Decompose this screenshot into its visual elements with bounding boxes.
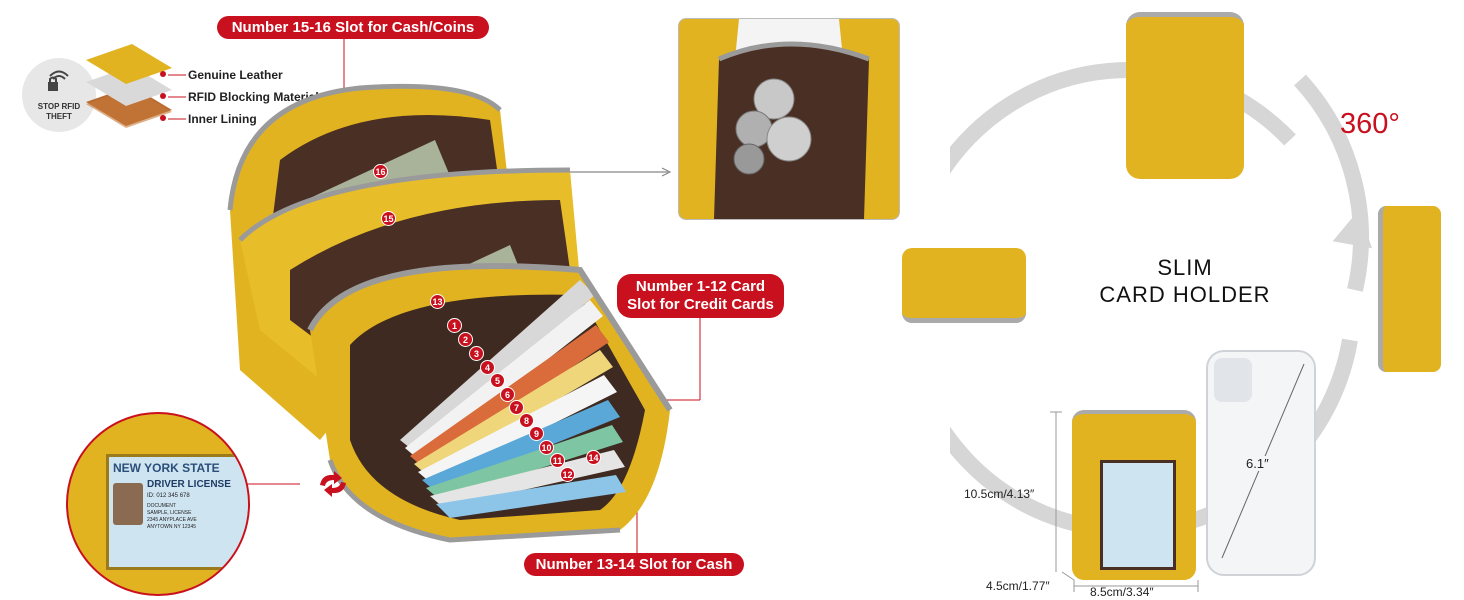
material-layers-graphic	[86, 44, 172, 128]
slim-line2: CARD HOLDER	[1099, 282, 1271, 307]
rfid-badge-line1: STOP RFID	[37, 102, 81, 111]
dimension-lines	[1050, 411, 1199, 592]
coin-pocket-image	[679, 19, 899, 219]
phone-reference: 6.1″	[1206, 350, 1316, 576]
slot-number-14: 14	[586, 450, 601, 465]
layer-dot-leather	[160, 71, 166, 77]
id-card-line-1: DOCUMENT	[147, 503, 176, 509]
id-card-line-2: SAMPLE, LICENSE	[147, 510, 192, 516]
slot-number-1: 1	[447, 318, 462, 333]
slot-number-5: 5	[490, 373, 505, 388]
slot-number-6: 6	[500, 387, 515, 402]
id-card-state: NEW YORK STATE	[113, 461, 220, 475]
rotate-icon	[320, 471, 346, 497]
dimension-height: 10.5cm/4.13″	[964, 487, 1035, 501]
slot-number-8: 8	[519, 413, 534, 428]
slot-number-15: 15	[381, 211, 396, 226]
wallet-front-view	[1126, 12, 1244, 179]
wallet-side-view-right	[1378, 206, 1441, 372]
slim-line1: SLIM	[1157, 255, 1213, 280]
slot-number-10: 10	[539, 440, 554, 455]
phone-size-label: 6.1″	[1246, 456, 1269, 471]
id-card-line-4: ANYTOWN NY 12345	[147, 524, 197, 530]
wallet-size-view	[1072, 410, 1196, 580]
slot-number-4: 4	[480, 360, 495, 375]
slot-number-12: 12	[560, 467, 575, 482]
slot-number-16: 16	[373, 164, 388, 179]
slot-number-11: 11	[550, 453, 565, 468]
layer-label-leather: Genuine Leather	[188, 68, 283, 82]
id-card-line-3: 2345 ANYPLACE AVE	[147, 517, 197, 523]
id-card: NEW YORK STATE DRIVER LICENSE ID: 012 34…	[106, 454, 248, 570]
slot-number-9: 9	[529, 426, 544, 441]
callout-credit-cards: Number 1-12 Card Slot for Credit Cards	[617, 274, 784, 318]
callout-cash: Number 13-14 Slot for Cash	[524, 553, 744, 576]
id-card-title: DRIVER LICENSE	[147, 479, 231, 490]
slot-number-2: 2	[458, 332, 473, 347]
slot-number-13: 13	[430, 294, 445, 309]
coin-pocket-photo	[678, 18, 900, 220]
rfid-badge-line2: THEFT	[46, 112, 72, 121]
dimension-depth: 4.5cm/1.77″	[986, 579, 1050, 593]
slot-number-7: 7	[509, 400, 524, 415]
layer-dot-rfid	[160, 93, 166, 99]
wallet-id-window	[1100, 460, 1176, 570]
dimension-width: 8.5cm/3.34″	[1090, 585, 1154, 599]
slot-number-3: 3	[469, 346, 484, 361]
callout-cash-coins: Number 15-16 Slot for Cash/Coins	[217, 16, 489, 39]
lock-wifi-icon	[48, 70, 69, 91]
layer-label-lining: Inner Lining	[188, 112, 257, 126]
phone-camera-module	[1214, 358, 1252, 402]
open-wallet-image	[227, 83, 673, 543]
rotation-label: 360°	[1340, 108, 1400, 140]
layer-label-rfid: RFID Blocking Material	[188, 90, 319, 104]
wallet-top-view-left	[902, 248, 1026, 323]
id-window-zoom: NEW YORK STATE DRIVER LICENSE ID: 012 34…	[66, 412, 250, 596]
id-card-photo	[113, 483, 143, 525]
id-card-id: ID: 012 345 678	[147, 493, 190, 499]
layer-dot-lining	[160, 115, 166, 121]
rfid-badge: STOP RFID THEFT	[22, 58, 96, 132]
